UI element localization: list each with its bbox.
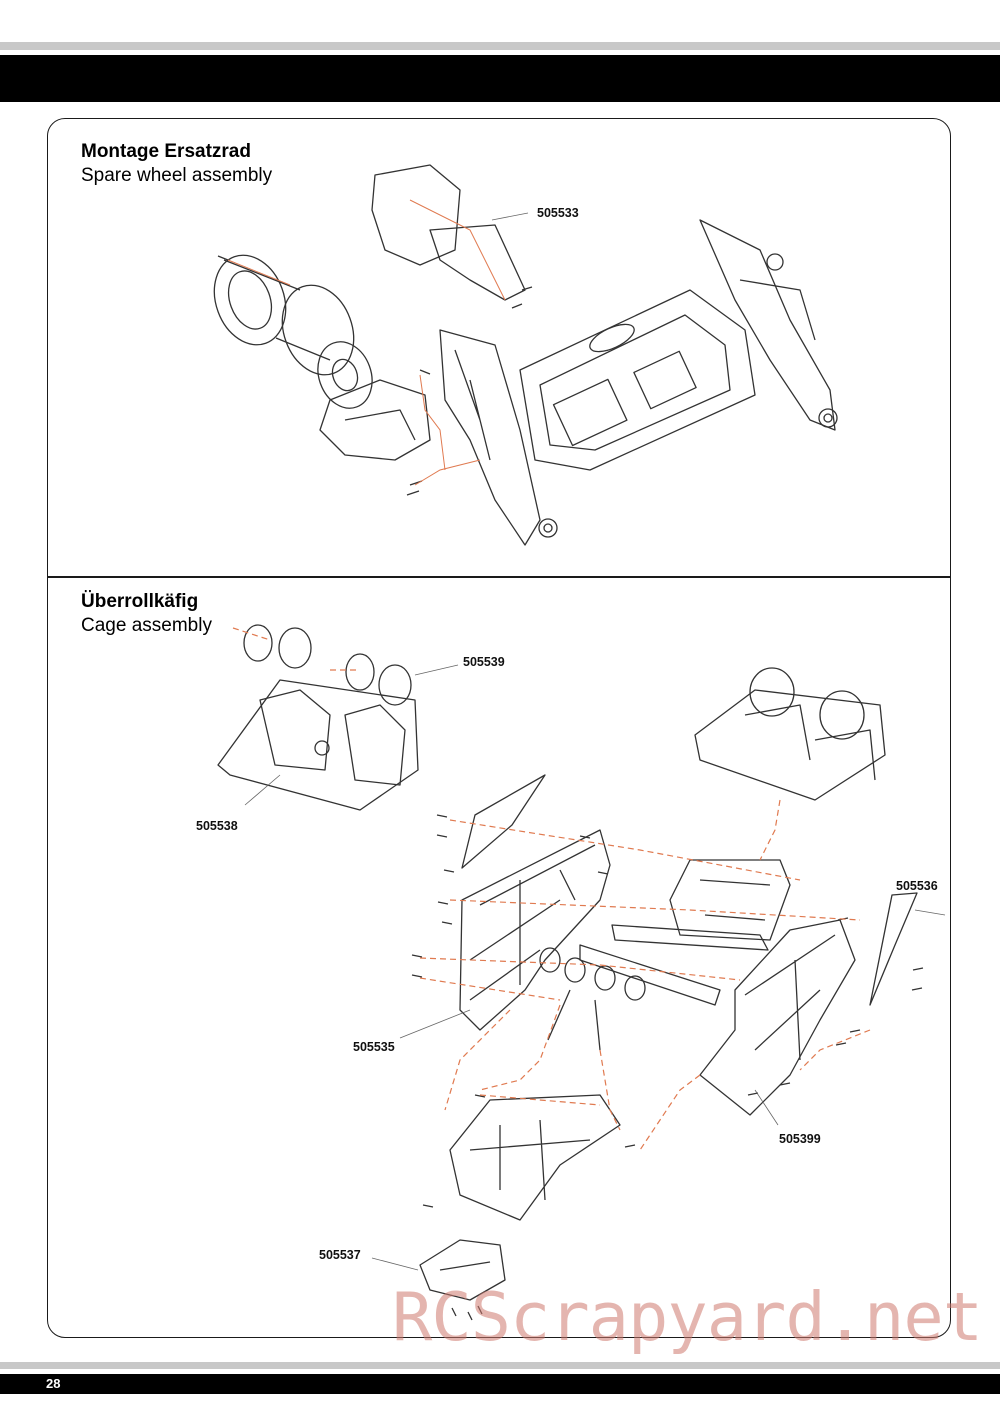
title-german: Montage Ersatzrad [81,141,251,162]
part-callout-lines [244,664,946,1271]
part-number-505538: 505538 [196,819,238,833]
cage-front-frame [449,1094,621,1221]
part-number-505537: 505537 [319,1248,361,1262]
driver-figures [694,667,886,801]
section-title-spare-wheel: Montage Ersatzrad Spare wheel assembly [81,140,272,188]
cage-roof [611,859,791,951]
top-stripe [0,42,1000,50]
title-english: Spare wheel assembly [81,165,273,186]
part-number-505533: 505533 [537,206,579,220]
chassis-tub [519,289,756,471]
leader-lines-section1 [227,199,506,486]
section-title-cage: Überrollkäfig Cage assembly [81,590,212,638]
side-panel [869,892,918,1006]
spare-rim [317,341,373,409]
bottom-stripe [0,1362,1000,1369]
center-crossmember [539,944,721,1051]
leader-lines-section2 [232,627,871,1151]
windshield-panel [461,774,546,869]
spare-tire [213,254,355,376]
part-number-505535: 505535 [353,1040,395,1054]
footer-bar [0,1374,1000,1394]
front-bumper [419,1239,506,1301]
seat-tray [217,679,419,811]
cage-side-left [459,829,611,1031]
title-german: Überrollkäfig [81,591,199,612]
part-number-505399: 505399 [779,1132,821,1146]
part-number-505539: 505539 [463,655,505,669]
page-number: 28 [46,1376,61,1391]
driver-helmets-small [243,624,412,706]
title-english: Cage assembly [81,615,212,636]
watermark: RCScrapyard.net [392,1278,983,1356]
content-frame [47,118,951,1338]
header-bar [0,55,1000,102]
section-divider [47,576,951,578]
part-number-505536: 505536 [896,879,938,893]
cage-side-right [699,919,856,1116]
